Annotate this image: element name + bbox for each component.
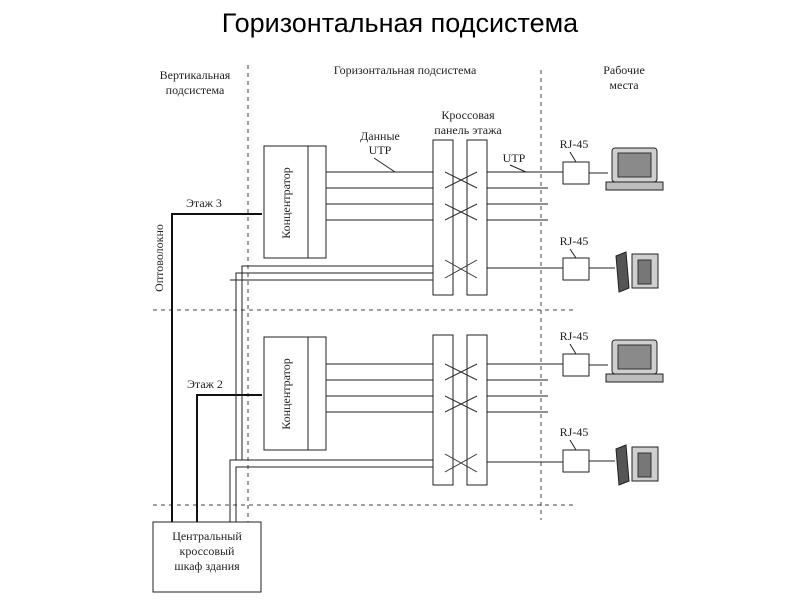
cross-panel-label-1: Кроссовая: [441, 108, 495, 122]
hub-floor2: [263, 336, 327, 451]
central-cabinet-label-2: кроссовый: [180, 544, 236, 558]
rj45-outlet-f3-phone: [562, 257, 590, 281]
cross-f2-c2: [444, 453, 478, 473]
rj45-label-f3-phone: RJ-45: [560, 234, 589, 248]
rj45-pointer-f2-phone: [569, 439, 577, 451]
rj45-pointer-f3-pc: [569, 151, 577, 163]
fiber-label: Оптоволокно: [152, 224, 166, 292]
phone-trunk-floor3-a: [235, 272, 433, 460]
rj45-label-f3-pc: RJ-45: [560, 137, 589, 151]
slide-title: Горизонтальная подсистема: [221, 8, 579, 38]
cross-panel-floor2-right: [466, 334, 488, 486]
cross-f3-b2: [444, 203, 478, 221]
cross-panel-label-2: панель этажа: [434, 123, 502, 137]
data-label-2: UTP: [369, 143, 392, 157]
phone-icon: [615, 444, 659, 486]
hub-floor2-label: Концентратор: [279, 358, 293, 430]
cross-f2-a2: [444, 363, 478, 381]
rj45-pointer-f3-phone: [569, 248, 577, 259]
hub-floor3-label: Концентратор: [279, 167, 293, 239]
zone-label-vertical-1: Вертикальная: [160, 68, 231, 82]
cross-panel-floor3-right: [466, 139, 488, 296]
computer-icon: [605, 147, 664, 191]
utp-label: UTP: [503, 151, 526, 165]
rj45-label-f2-pc: RJ-45: [560, 329, 589, 343]
cross-panel-floor3-left: [432, 139, 454, 296]
rj45-pointer-f2-pc: [569, 343, 577, 355]
cross-f3-c2: [444, 259, 478, 279]
data-label-1: Данные: [360, 129, 400, 143]
central-cabinet-label-3: шкаф здания: [174, 559, 240, 573]
central-cabinet-label-1: Центральный: [172, 529, 242, 543]
data-pointer: [373, 157, 396, 173]
cross-panel-floor2-left: [432, 334, 454, 486]
rj45-label-f2-phone: RJ-45: [560, 425, 589, 439]
rj45-outlet-f3-pc: [562, 161, 590, 185]
phone-icon: [615, 251, 659, 293]
phone-trunk-floor2-b: [235, 466, 433, 525]
utp-pointer: [509, 164, 527, 173]
zone-label-vertical-2: подсистема: [166, 83, 225, 97]
rj45-outlet-f2-phone: [562, 449, 590, 473]
central-cabinet: [152, 521, 262, 593]
floor2-label: Этаж 2: [187, 377, 223, 391]
phone-trunk-floor3-b: [241, 265, 433, 460]
zone-label-workplaces-1: Рабочие: [603, 63, 645, 77]
zone-label-workplaces-2: места: [609, 78, 639, 92]
floor3-label: Этаж 3: [186, 196, 222, 210]
cross-f3-a2: [444, 171, 478, 189]
hub-floor3: [263, 145, 327, 259]
cross-f2-b2: [444, 395, 478, 413]
fiber-cable-floor2: [196, 394, 262, 525]
zone-label-horizontal: Горизонтальная подсистема: [334, 63, 477, 77]
computer-icon: [605, 339, 664, 383]
phone-trunk-floor2-a: [229, 459, 433, 525]
rj45-outlet-f2-pc: [562, 353, 590, 377]
fiber-cable-floor3: [171, 213, 262, 525]
